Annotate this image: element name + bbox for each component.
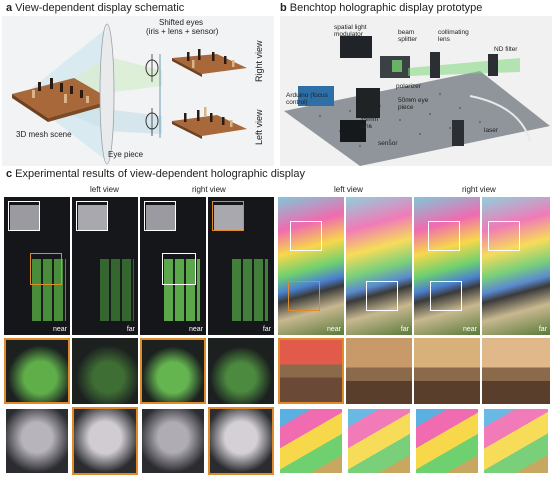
zoom-food-3 — [414, 338, 480, 404]
tag-near-4: near — [462, 326, 477, 333]
panel-a-letter: a — [6, 2, 13, 14]
chessboard-left — [172, 115, 247, 136]
chess-pieces — [38, 78, 83, 98]
result-rainbow-right-near: near — [414, 197, 480, 335]
zoom-window-2 — [72, 338, 138, 404]
header-left-view-2: left view — [334, 185, 363, 194]
label-nd-filter: ND filter — [494, 46, 518, 53]
label-collimating-lens: collimating lens — [438, 29, 469, 43]
left-view-label: Left view — [254, 109, 264, 145]
zoom-window-3 — [140, 338, 206, 404]
label-lens: 35mm lens — [360, 116, 379, 130]
zoom-object-3 — [140, 407, 206, 475]
panel-a-title-text: View-dependent display schematic — [15, 2, 185, 14]
result-rainbow-left-near: near — [278, 197, 344, 335]
right-view-label: Right view — [254, 40, 264, 82]
tag-near-1: near — [52, 326, 67, 333]
header-left-view-1: left view — [90, 185, 119, 194]
panel-c-title-text: Experimental results of view-dependent h… — [15, 168, 305, 180]
panel-b-title-text: Benchtop holographic display prototype — [289, 2, 483, 14]
tag-far-1: far — [126, 326, 135, 333]
label-sensor: sensor — [378, 140, 398, 147]
result-rainbow-left-far: far — [346, 197, 412, 335]
label-slm: spatial light modulator — [334, 24, 367, 38]
zoom-rainbow-1 — [278, 407, 344, 475]
zoom-food-2 — [346, 338, 412, 404]
prototype-photo — [280, 16, 552, 166]
result-window-left-far: far — [72, 197, 138, 335]
header-right-view-1: right view — [192, 185, 226, 194]
result-window-right-far: far — [208, 197, 274, 335]
eyepiece-tube — [356, 88, 380, 118]
nd-filter — [488, 54, 498, 76]
result-window-left-near: near — [4, 197, 70, 335]
panel-b-letter: b — [280, 2, 287, 14]
label-laser: laser — [484, 127, 499, 134]
chessboard — [12, 78, 112, 118]
tag-near-2: near — [188, 326, 203, 333]
chessboard-right — [172, 54, 247, 74]
zoom-window-1 — [4, 338, 70, 404]
right-eye-icon — [145, 54, 159, 82]
result-window-right-near: near — [140, 197, 206, 335]
label-polarizer: polarizer — [396, 83, 421, 90]
panel-a-schematic — [2, 16, 274, 166]
tag-far-4: far — [538, 326, 547, 333]
result-rainbow-right-far: far — [482, 197, 550, 335]
optical-table — [284, 71, 550, 166]
tag-far-3: far — [400, 326, 409, 333]
header-right-view-2: right view — [462, 185, 496, 194]
laser-device — [452, 120, 464, 146]
panel-c-letter: c — [6, 168, 13, 180]
zoom-window-4 — [208, 338, 274, 404]
zoom-rainbow-4 — [482, 407, 550, 475]
collimating-lens — [430, 52, 440, 78]
zoom-object-2 — [72, 407, 138, 475]
zoom-food-4 — [482, 338, 550, 404]
zoom-rainbow-2 — [346, 407, 412, 475]
tag-near-3: near — [326, 326, 341, 333]
zoom-rainbow-3 — [414, 407, 480, 475]
slm-device — [340, 36, 372, 58]
laser-beam — [408, 58, 520, 76]
mesh-scene-label: 3D mesh scene — [16, 130, 72, 139]
eyepiece-lens — [99, 23, 115, 165]
label-eyepiece: 50mm eye piece — [398, 97, 429, 111]
zoom-food-1 — [278, 338, 344, 404]
tag-far-2: far — [262, 326, 271, 333]
schematic-svg — [12, 23, 247, 165]
eyepiece-label: Eye piece — [108, 150, 144, 159]
zoom-object-1 — [4, 407, 70, 475]
zoom-object-4 — [208, 407, 274, 475]
label-beam-splitter: beam splitter — [398, 29, 418, 43]
left-eye-icon — [145, 108, 159, 136]
arduino-board — [298, 86, 334, 106]
sensor-camera — [340, 120, 366, 142]
shifted-eyes-label: Shifted eyes (iris + lens + sensor) — [146, 18, 219, 36]
label-arduino: Arduino (focus control) — [286, 92, 328, 106]
